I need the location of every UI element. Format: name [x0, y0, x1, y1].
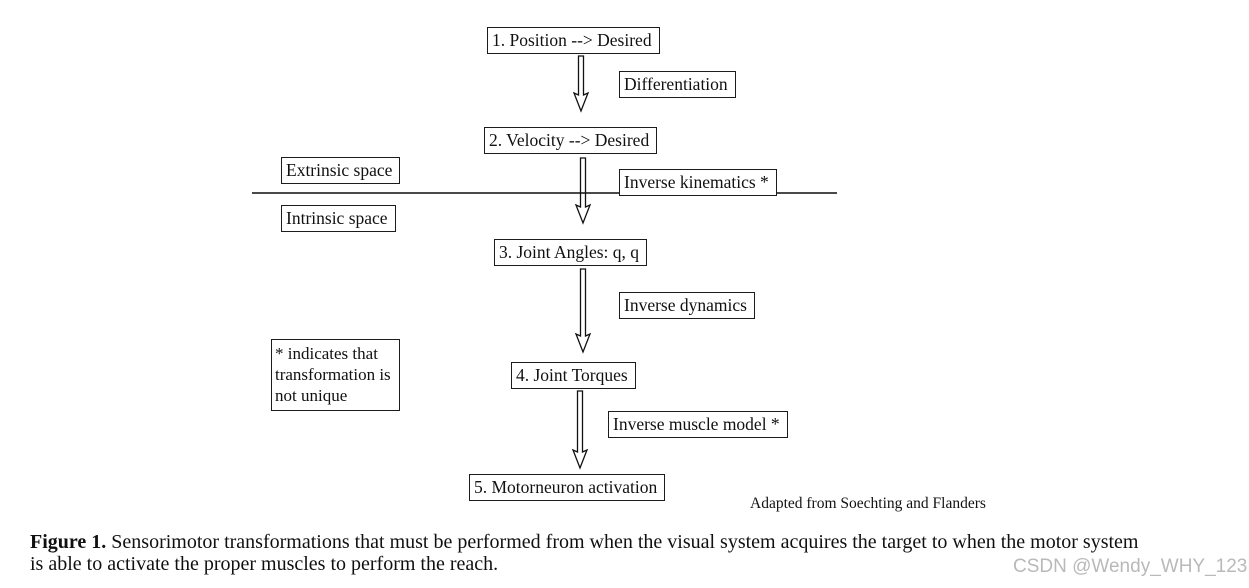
down-arrow-icon — [571, 390, 589, 470]
figure-caption: Figure 1. Sensorimotor transformations t… — [30, 531, 1230, 575]
watermark-text: CSDN @Wendy_WHY_123 — [1013, 556, 1248, 577]
step-box-velocity: 2. Velocity --> Desired — [484, 127, 658, 154]
down-arrow-icon — [572, 55, 590, 113]
step-box-position: 1. Position --> Desired — [487, 27, 660, 54]
caption-text: Sensorimotor transformations that must b… — [111, 531, 1139, 553]
transformation-box-inverse-kinematics: Inverse kinematics * — [619, 169, 777, 196]
caption-line-1: Figure 1. Sensorimotor transformations t… — [30, 531, 1230, 553]
figure-label: Figure 1. — [30, 531, 107, 553]
transformation-box-inverse-dynamics: Inverse dynamics — [619, 292, 755, 319]
space-divider-line — [252, 192, 837, 194]
step-box-motorneuron-activation: 5. Motorneuron activation — [469, 474, 666, 501]
transformation-box-differentiation: Differentiation — [619, 71, 736, 98]
note-line: transformation is — [275, 365, 391, 384]
step-box-joint-angles: 3. Joint Angles: q, q — [494, 239, 648, 266]
attribution-text: Adapted from Soechting and Flanders — [750, 495, 986, 512]
note-box-asterisk: * indicates that transformation is not u… — [271, 339, 400, 411]
label-box-extrinsic-space: Extrinsic space — [281, 157, 401, 184]
caption-line-2: is able to activate the proper muscles t… — [30, 553, 499, 575]
down-arrow-icon — [574, 157, 592, 225]
step-box-joint-torques: 4. Joint Torques — [511, 362, 636, 389]
down-arrow-icon — [574, 268, 592, 354]
note-line: * indicates that — [275, 344, 378, 363]
label-box-intrinsic-space: Intrinsic space — [281, 205, 396, 232]
transformation-box-inverse-muscle-model: Inverse muscle model * — [608, 411, 788, 438]
note-line: not unique — [275, 386, 348, 405]
